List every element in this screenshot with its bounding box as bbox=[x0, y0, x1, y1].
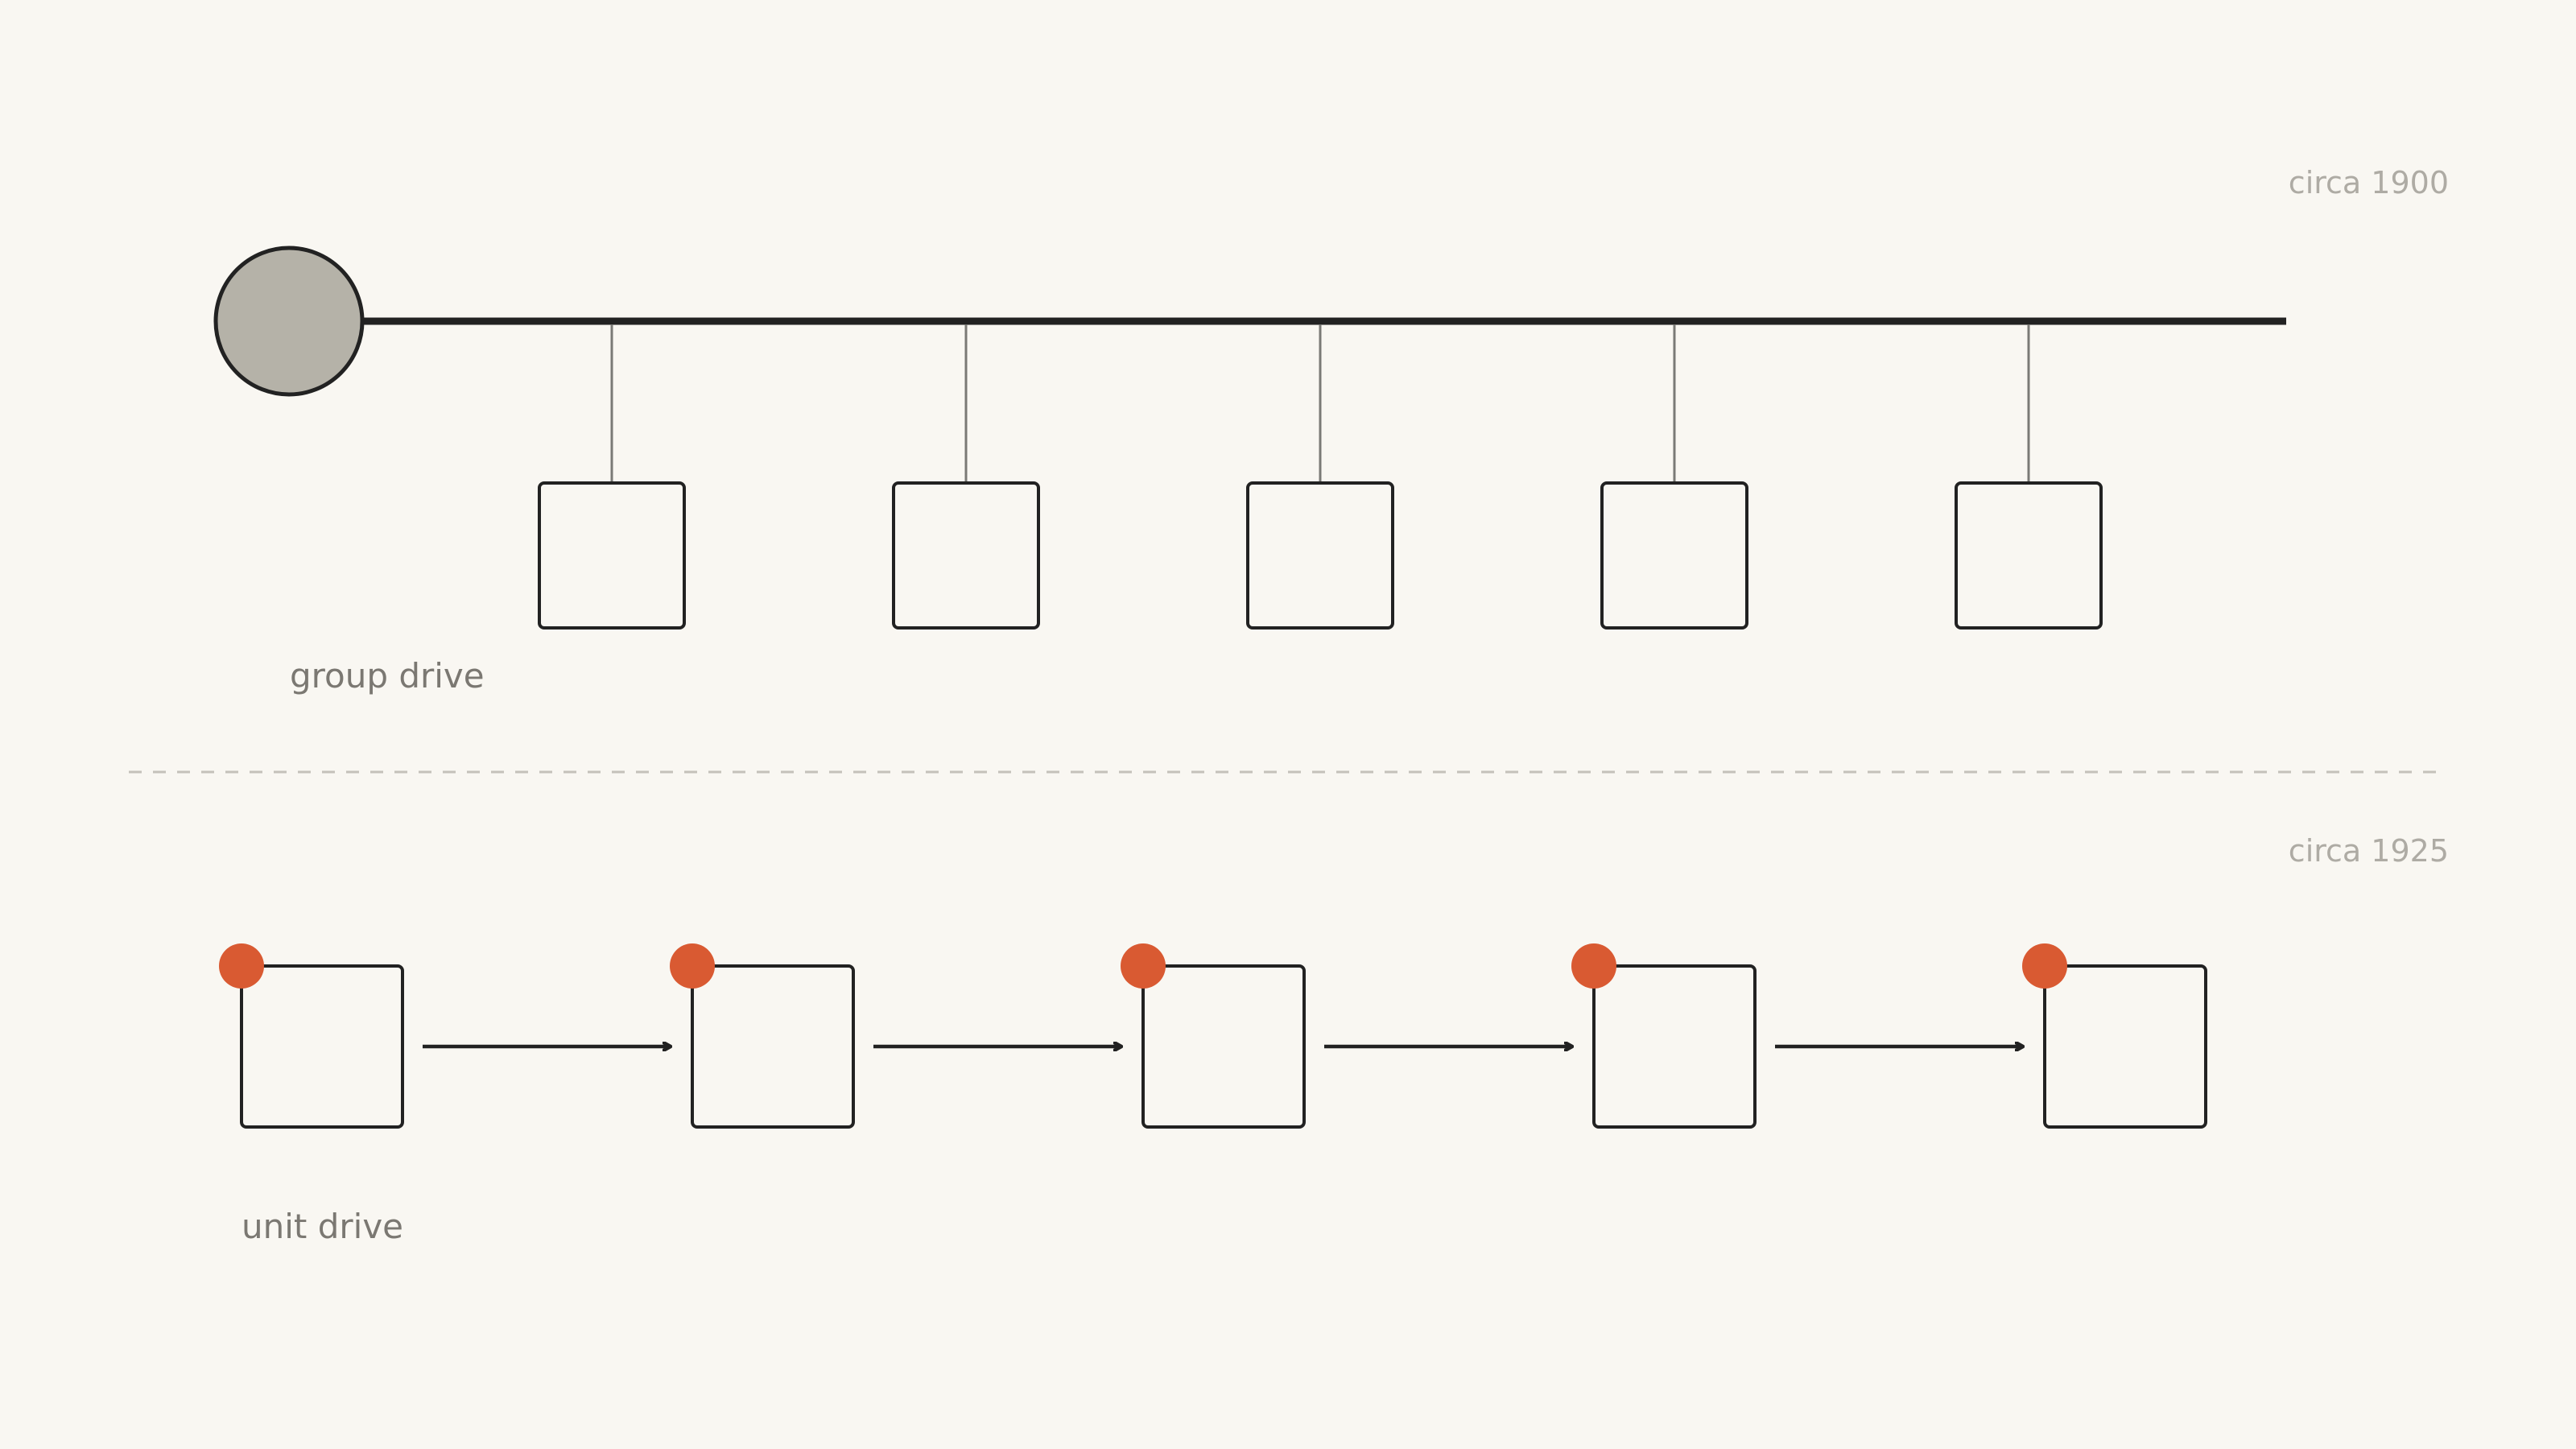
unit-machines bbox=[219, 943, 2207, 1129]
unit-motor-dot-1 bbox=[219, 943, 264, 989]
machine-box-2 bbox=[892, 481, 1040, 630]
unit-motor-dot-4 bbox=[1571, 943, 1616, 989]
machine-box-5 bbox=[1955, 481, 2103, 630]
caption-unit-drive: unit drive bbox=[242, 1207, 403, 1246]
group-machines bbox=[538, 324, 2103, 630]
unit-drive-section: circa 1925 unit drive bbox=[219, 833, 2449, 1246]
unit-motor-dot-3 bbox=[1121, 943, 1166, 989]
machine-box-4 bbox=[1600, 481, 1748, 630]
era-label-1900: circa 1900 bbox=[2289, 165, 2449, 200]
unit-machine-box-3 bbox=[1141, 964, 1306, 1129]
unit-motor-dot-2 bbox=[670, 943, 715, 989]
machine-box-1 bbox=[538, 481, 686, 630]
unit-machine-box-1 bbox=[240, 964, 404, 1129]
unit-motor-dot-5 bbox=[2022, 943, 2067, 989]
machine-box-3 bbox=[1246, 481, 1394, 630]
era-label-1925: circa 1925 bbox=[2289, 833, 2449, 869]
central-motor bbox=[213, 246, 365, 397]
unit-machine-box-4 bbox=[1592, 964, 1757, 1129]
caption-group-drive: group drive bbox=[290, 656, 485, 696]
group-drive-section: circa 1900 group drive bbox=[213, 165, 2449, 696]
unit-machine-box-2 bbox=[691, 964, 855, 1129]
unit-machine-box-5 bbox=[2043, 964, 2207, 1129]
